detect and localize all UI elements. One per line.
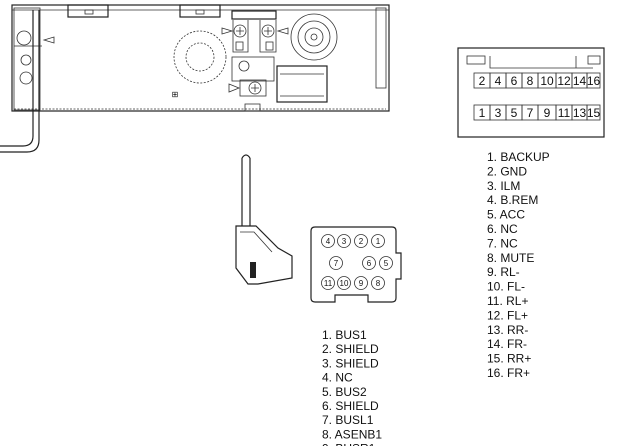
pin-number: 6 bbox=[511, 74, 518, 88]
pin-label: 8. ASENB1 bbox=[322, 427, 382, 441]
pin-label: 6. NC bbox=[487, 222, 518, 236]
pin-label: 11. RL+ bbox=[487, 294, 528, 308]
pin-label: 7. BUSL1 bbox=[322, 413, 374, 427]
pin-label: 13. RR- bbox=[487, 323, 528, 337]
pin-number: 8 bbox=[527, 74, 534, 88]
pin-label: 10. FL- bbox=[487, 280, 525, 294]
pin-circle bbox=[337, 276, 351, 290]
pin-label: 15. RR+ bbox=[487, 352, 531, 366]
pin-number: 16 bbox=[587, 74, 601, 88]
pin-number: 12 bbox=[557, 74, 571, 88]
head-unit-rear-panel: ⊞ bbox=[0, 4, 390, 153]
pin-number: 11 bbox=[558, 106, 571, 120]
pin-number: 6 bbox=[367, 259, 372, 268]
pin-number: 13 bbox=[573, 106, 587, 120]
pin-label: 4. B.REM bbox=[487, 193, 538, 207]
pin-number: 3 bbox=[495, 106, 502, 120]
pin-circle bbox=[379, 256, 393, 270]
pin-label: 2. SHIELD bbox=[322, 342, 379, 356]
pin-number: 4 bbox=[495, 74, 502, 88]
pin-label: 1. BUS1 bbox=[322, 328, 367, 342]
pin-cell bbox=[586, 104, 601, 121]
pin-number: 3 bbox=[342, 237, 347, 246]
pin-number: 10 bbox=[340, 279, 349, 288]
pin-label: 5. ACC bbox=[487, 208, 525, 222]
connector-11pin: 4 3 2 1 7 6 5 11 10 9 8 bbox=[310, 226, 402, 303]
pin-circle bbox=[354, 276, 368, 290]
pin-circle bbox=[321, 276, 335, 290]
pin-number: 9 bbox=[359, 279, 364, 288]
pin-circle bbox=[329, 256, 343, 270]
pin-label: 5. BUS2 bbox=[322, 385, 367, 399]
pin-circle bbox=[321, 234, 335, 248]
pin-circle bbox=[337, 234, 351, 248]
screw-icon bbox=[261, 24, 275, 38]
screw-icon bbox=[233, 24, 247, 38]
pin-label: 3. SHIELD bbox=[322, 356, 379, 370]
pin-number: 9 bbox=[544, 106, 551, 120]
pin-label: 14. FR- bbox=[487, 337, 527, 351]
pin-label: 2. GND bbox=[487, 164, 527, 178]
pin-label: 1. BACKUP bbox=[487, 150, 550, 164]
pin-number: 5 bbox=[384, 259, 389, 268]
pin-label: 9. RL- bbox=[487, 265, 520, 279]
pin-number: 15 bbox=[587, 106, 601, 120]
pin-circle bbox=[354, 234, 368, 248]
pin-label: 4. NC bbox=[322, 371, 353, 385]
pin-number: 10 bbox=[540, 74, 554, 88]
pin-number: 5 bbox=[511, 106, 518, 120]
pin-label: 16. FR+ bbox=[487, 366, 530, 380]
pin-number: 2 bbox=[479, 74, 486, 88]
pin-label: 9. BUSR1 bbox=[322, 442, 376, 446]
pin-number: 7 bbox=[527, 106, 534, 120]
pin-number: 4 bbox=[326, 237, 331, 246]
pin-number: 1 bbox=[479, 106, 486, 120]
pin-number: 7 bbox=[334, 259, 339, 268]
pin-label: 6. SHIELD bbox=[322, 399, 379, 413]
pin-circle bbox=[362, 256, 376, 270]
antenna-plug bbox=[235, 154, 293, 285]
screw-icon bbox=[248, 81, 262, 95]
pin-number: 2 bbox=[359, 237, 364, 246]
pin-number: 1 bbox=[376, 237, 381, 246]
pin-label: 12. FL+ bbox=[487, 308, 528, 322]
pin-cell bbox=[586, 72, 601, 89]
pin-label: 8. MUTE bbox=[487, 251, 534, 265]
pin-number: 11 bbox=[324, 279, 333, 288]
pin-number: 14 bbox=[573, 74, 587, 88]
pin-label: 3. ILM bbox=[487, 179, 520, 193]
pin-circle bbox=[371, 276, 385, 290]
pin-number: 8 bbox=[376, 279, 381, 288]
ground-symbol: ⊞ bbox=[172, 90, 179, 99]
pin-label: 7. NC bbox=[487, 236, 518, 250]
pin-circle bbox=[371, 234, 385, 248]
